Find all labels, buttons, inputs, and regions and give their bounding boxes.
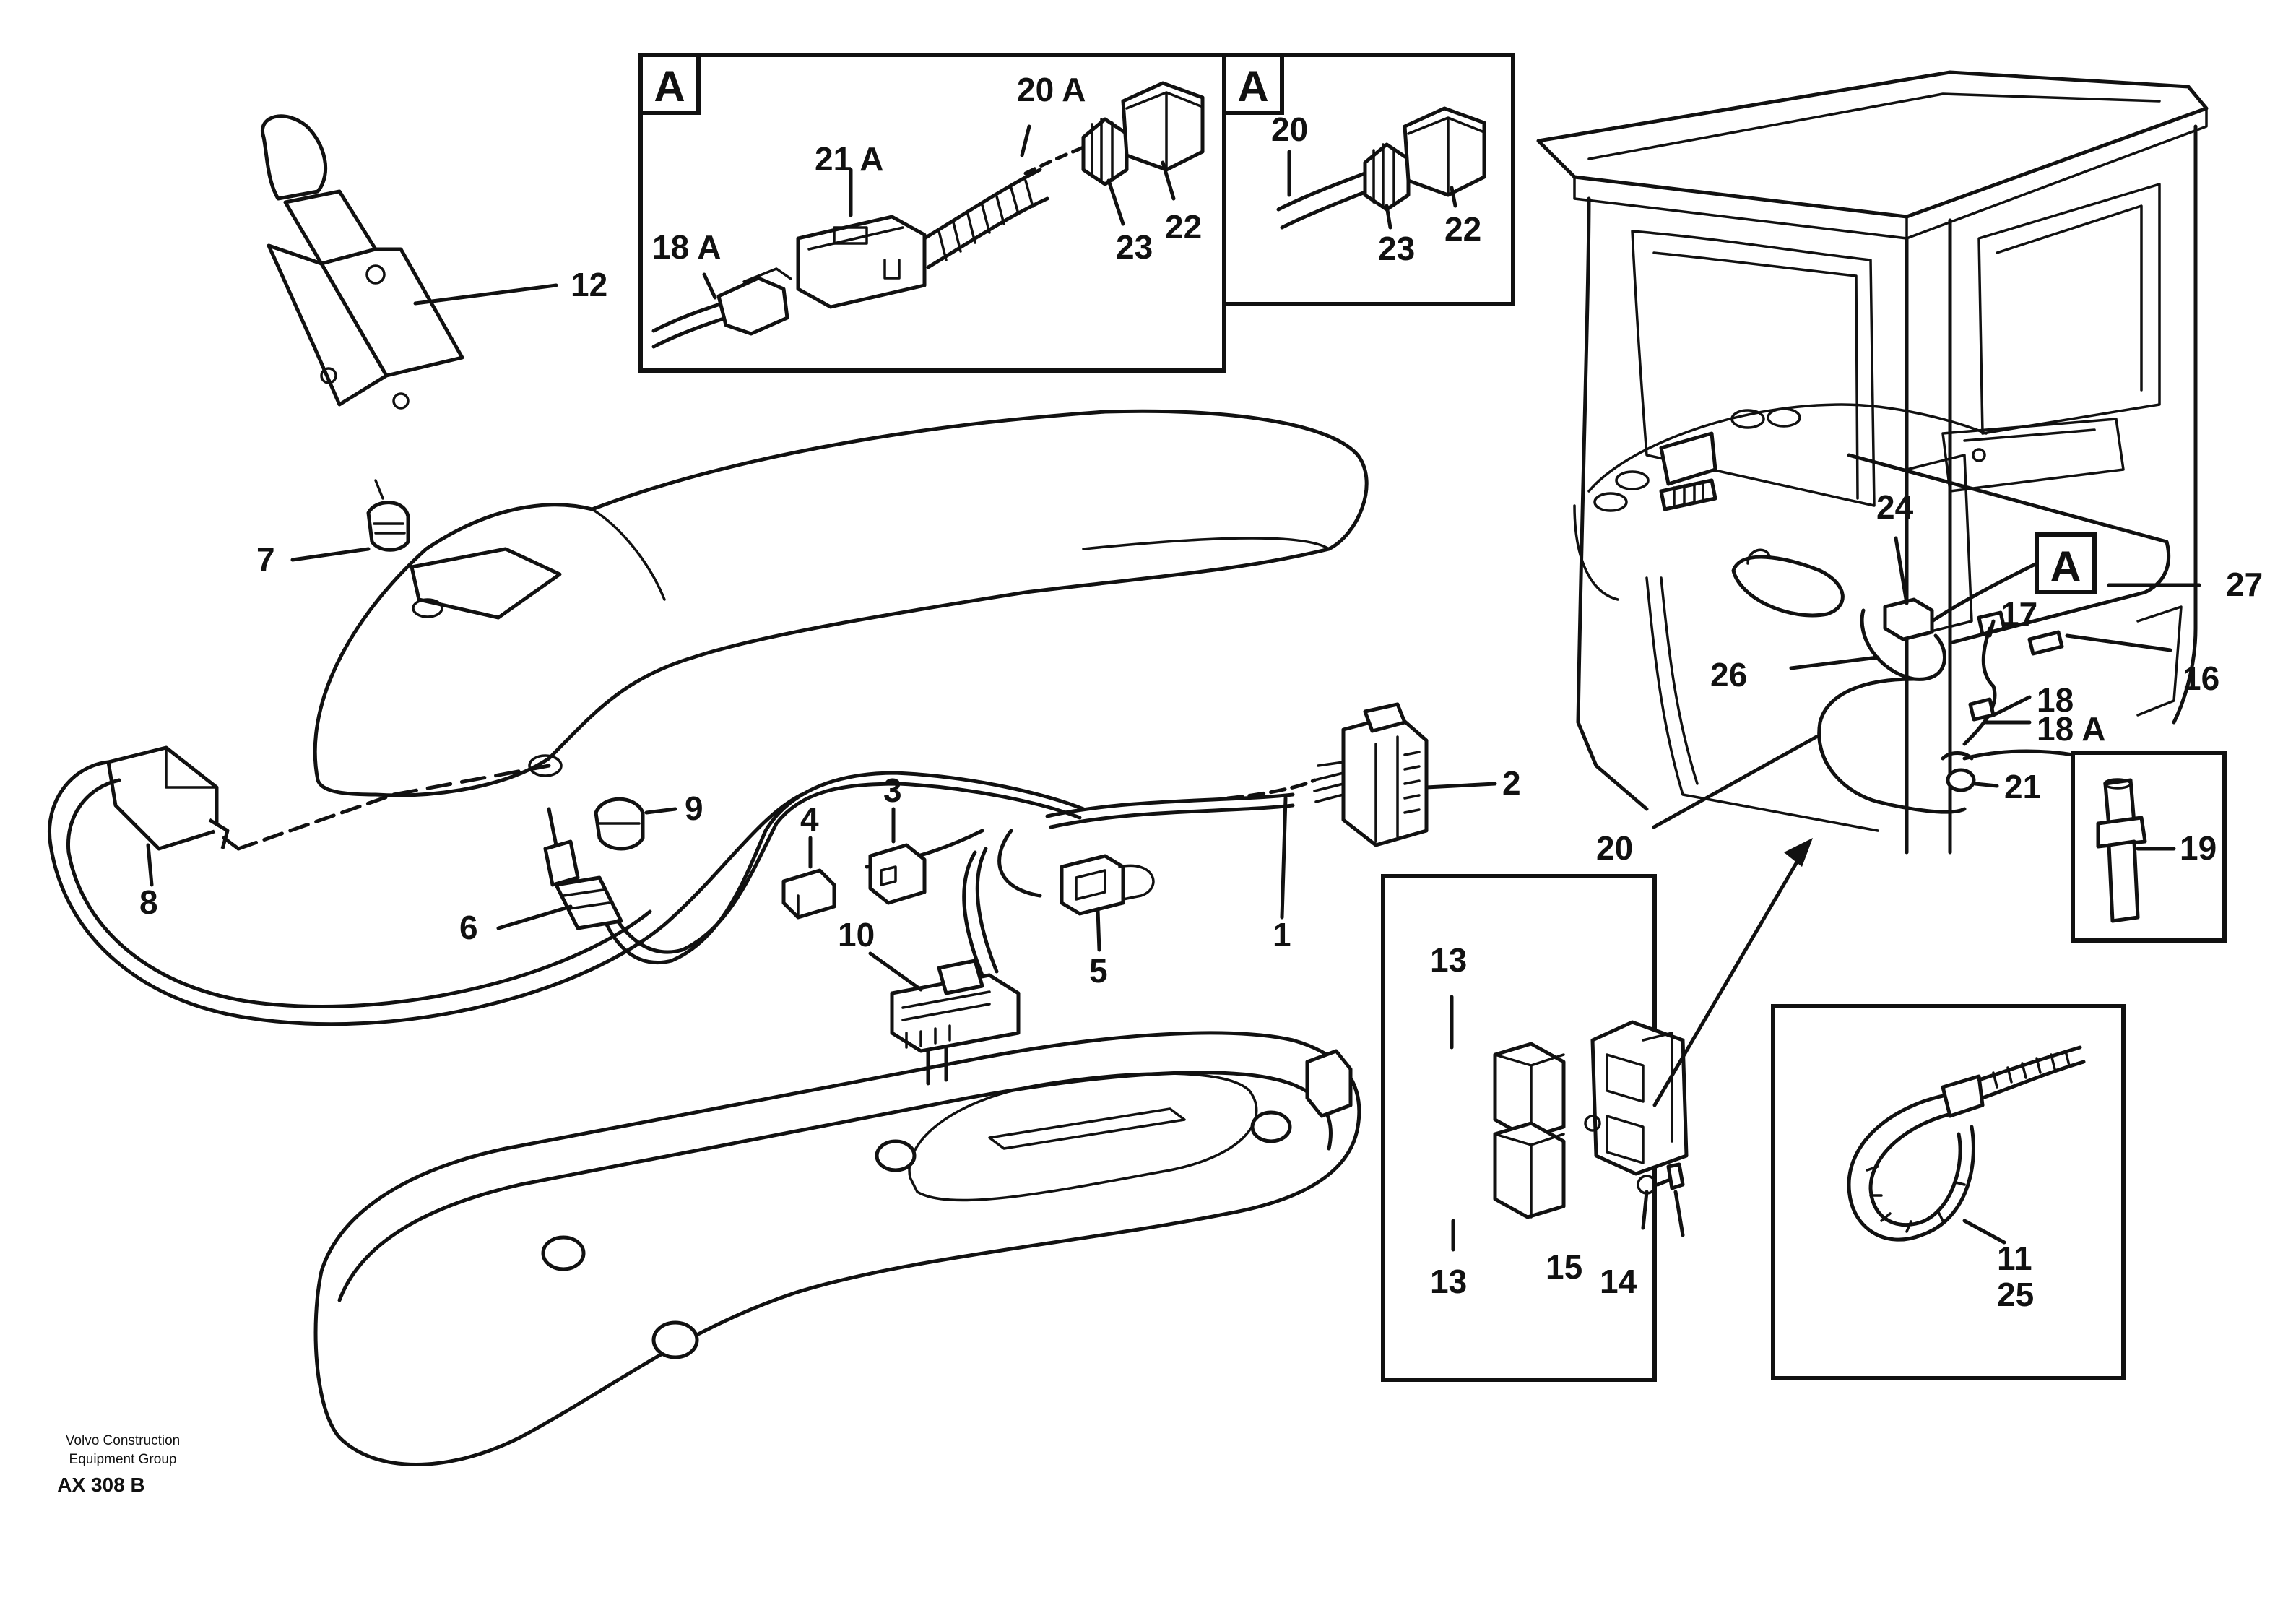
label-22-inset1: 22 [1165, 208, 1202, 246]
label-11: 11 [1997, 1240, 2032, 1277]
label-9: 9 [685, 790, 703, 827]
view-tag-box [1222, 53, 1284, 115]
label-27: 27 [2226, 566, 2263, 603]
label-17: 17 [2001, 595, 2037, 633]
coupling-nut-23b [1363, 142, 1411, 212]
connector-5: 5 [1060, 854, 1155, 990]
label-23-inset2: 23 [1378, 230, 1415, 267]
inset-cable-tie: 11 25 [1771, 1004, 2126, 1380]
label-15: 15 [1546, 1248, 1582, 1286]
label-6: 6 [459, 909, 478, 946]
label-21a: 21 A [815, 140, 883, 178]
coupling-nut-23a [1081, 117, 1129, 186]
mount-boss [651, 1320, 699, 1359]
label-20-inset: 20 [1271, 111, 1308, 148]
connector-3: 3 [868, 771, 927, 905]
inset-pin-19: 19 [2071, 751, 2227, 943]
label-22-inset2: 22 [1444, 210, 1481, 248]
connector-2: 2 [1341, 702, 1521, 847]
armrest-top-cover [313, 409, 1369, 797]
label-21: 21 [2004, 768, 2041, 805]
label-24: 24 [1876, 488, 1914, 526]
label-7: 7 [256, 540, 275, 578]
view-tag-a: A [654, 62, 685, 111]
relay-13b [1493, 1121, 1566, 1219]
label-26: 26 [1710, 656, 1747, 693]
cab-view-tag-a: A [2050, 542, 2081, 591]
footer-line-1: Volvo Construction [66, 1433, 180, 1448]
relay-13a [1493, 1042, 1566, 1140]
adapter-21a [796, 215, 927, 309]
inset-detail-a-cable: A 20 23 22 [1222, 53, 1515, 306]
mount-boss [541, 1235, 586, 1271]
label-18a: 18 A [2037, 710, 2105, 748]
figure-code: AX 308 B [57, 1474, 144, 1496]
switch-8: 8 [48, 745, 804, 1026]
connector-18a [716, 276, 789, 336]
label-13-top: 13 [1430, 941, 1467, 979]
label-18a-inset: 18 A [652, 228, 721, 266]
label-8: 8 [139, 883, 158, 921]
label-1: 1 [1273, 916, 1291, 953]
wiring-harness-1: 1 [670, 761, 1345, 977]
label-13-bottom: 13 [1430, 1263, 1467, 1300]
switch-6: 6 [459, 807, 685, 965]
label-4: 4 [800, 800, 819, 838]
screw-14 [1666, 1162, 1685, 1190]
mount-boss [875, 1139, 917, 1172]
mount-boss [1250, 1110, 1292, 1143]
cable-tie-head [1941, 1074, 1985, 1118]
plug-22a [1121, 81, 1205, 172]
footer: Volvo Construction Equipment Group AX 30… [57, 1433, 180, 1496]
knob-7: 7 [256, 479, 410, 578]
view-tag-box [638, 53, 701, 115]
plug-22b [1403, 106, 1486, 197]
relay-holder [1590, 1020, 1689, 1176]
label-12: 12 [571, 266, 607, 303]
label-23-inset1: 23 [1116, 228, 1153, 266]
label-20: 20 [1596, 829, 1633, 867]
label-18: 18 [2037, 681, 2074, 719]
label-16: 16 [2183, 660, 2219, 697]
knob-9: 9 [594, 790, 703, 851]
relay-24 [1883, 597, 1934, 641]
label-2: 2 [1502, 764, 1521, 802]
label-10: 10 [838, 916, 875, 953]
label-25: 25 [1997, 1276, 2034, 1313]
label-14: 14 [1600, 1263, 1637, 1300]
display-window [410, 547, 562, 620]
connector-16 [2027, 630, 2064, 656]
armrest-slot [908, 1072, 1258, 1202]
cab: A 24 17 16 18 18 A 21 26 20 27 [1536, 70, 2263, 867]
label-3: 3 [883, 771, 902, 809]
label-19: 19 [2180, 829, 2217, 867]
control-lever-12: 12 [260, 114, 607, 410]
connector-21 [1946, 768, 1976, 792]
view-tag-a-2: A [1237, 62, 1268, 111]
connector-10: 10 [838, 916, 1021, 1086]
footer-line-2: Equipment Group [69, 1452, 177, 1467]
connector-4: 4 [781, 800, 836, 920]
inset-relays: 13 13 15 14 [1381, 838, 1813, 1382]
label-5: 5 [1089, 952, 1108, 990]
label-20a: 20 A [1017, 71, 1086, 108]
connector-18 [1968, 697, 1996, 722]
armrest-base [313, 1031, 1361, 1466]
inset-detail-a-adapter: A 20 A 21 A 18 A 23 22 [638, 53, 1226, 373]
